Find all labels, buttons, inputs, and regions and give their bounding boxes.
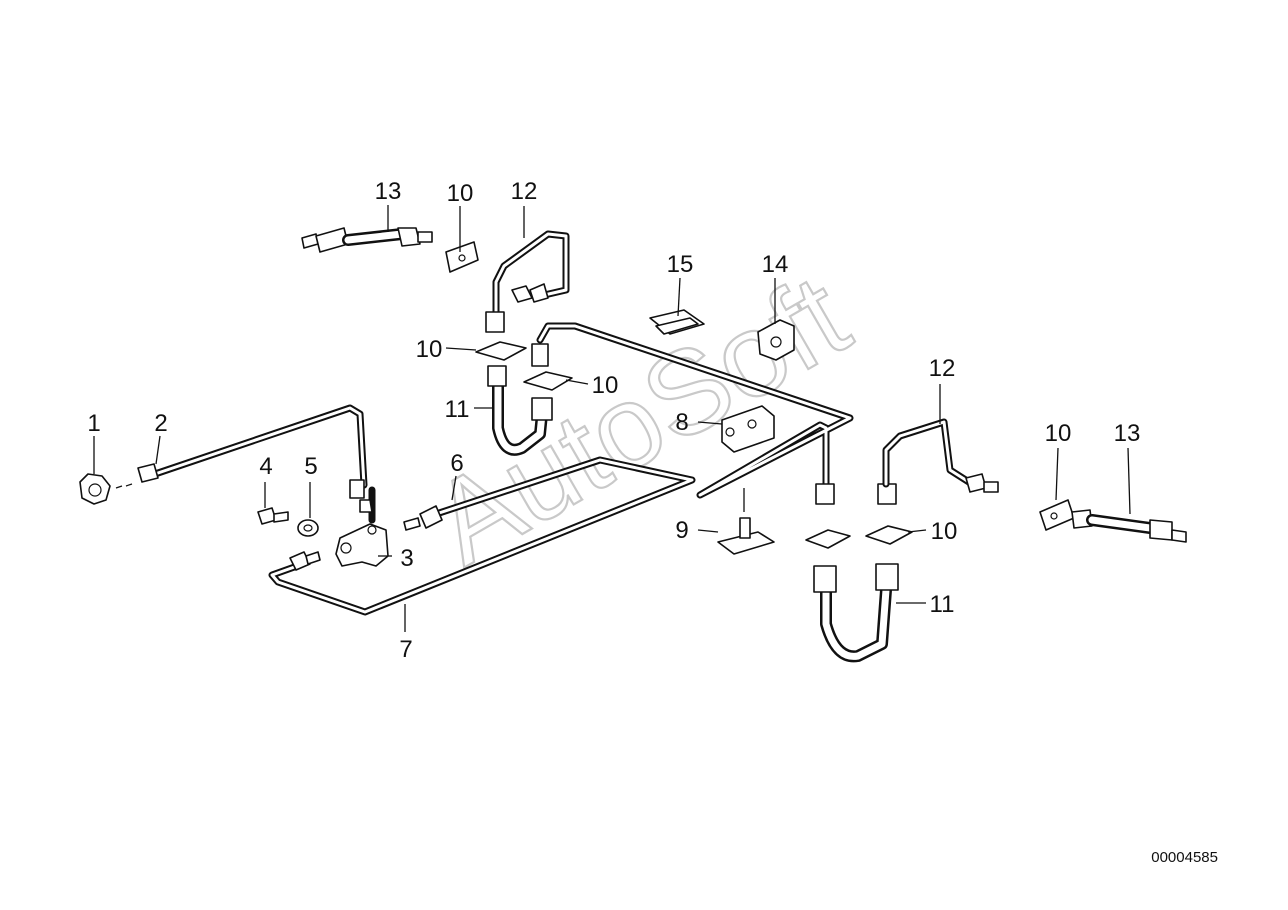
callout-12-right: 12 — [929, 355, 956, 382]
part-10-clip-mid-left — [475, 341, 527, 361]
callout-1: 1 — [87, 410, 100, 437]
watermark-text: AutoSoft — [411, 250, 869, 591]
callout-labels: 1 2 3 4 5 6 7 8 9 10 10 10 10 10 11 11 1… — [87, 178, 1140, 663]
part-10-clip-right-a — [805, 529, 851, 549]
callout-5: 5 — [304, 453, 317, 480]
callout-15: 15 — [667, 251, 694, 278]
part-1-nut — [79, 473, 133, 505]
callout-9: 9 — [675, 517, 688, 544]
callout-13-right: 13 — [1114, 420, 1141, 447]
part-10-clip-top — [445, 241, 479, 273]
callout-10-top: 10 — [447, 180, 474, 207]
callout-11-right: 11 — [930, 591, 955, 618]
callout-12-top: 12 — [511, 178, 538, 205]
part-14-clamp — [757, 319, 795, 361]
callout-2: 2 — [154, 410, 167, 437]
part-4-bolt — [257, 507, 289, 525]
fitting-right-b — [877, 483, 897, 505]
callout-8: 8 — [675, 409, 688, 436]
callout-7: 7 — [399, 636, 412, 663]
callout-6: 6 — [450, 450, 463, 477]
part-13-flex-hose-right — [1071, 509, 1187, 543]
callout-3: 3 — [400, 545, 413, 572]
callout-11-left: 11 — [445, 396, 470, 423]
part-8-clamp-block — [721, 405, 775, 453]
leader-lines — [93, 205, 1131, 632]
part-3-distributor — [335, 499, 389, 567]
watermark: AutoSoft — [410, 249, 870, 592]
part-5-washer — [297, 519, 319, 537]
part-11-flex-hose-left — [487, 365, 553, 456]
part-10-clip-right — [1039, 499, 1075, 531]
callout-10-mid-left: 10 — [416, 336, 443, 363]
callout-4: 4 — [259, 453, 272, 480]
part-12-brake-pipe-top — [485, 230, 570, 333]
brake-pipe-2 — [137, 404, 368, 499]
brake-pipe-main-loop — [268, 322, 854, 616]
document-number: 00004585 — [1151, 849, 1218, 866]
part-13-flex-hose-left — [301, 227, 433, 253]
part-9-holder — [717, 517, 775, 555]
part-11-flex-hose-right — [813, 563, 899, 663]
part-6-fitting — [403, 505, 443, 531]
callout-10-right: 10 — [1045, 420, 1072, 447]
callout-13-left: 13 — [375, 178, 402, 205]
callout-10-mid-right: 10 — [592, 372, 619, 399]
callout-14: 14 — [762, 251, 789, 278]
part-12-brake-pipe-right — [882, 418, 999, 493]
callout-10-right-lower: 10 — [931, 518, 958, 545]
part-10-clip-right-b — [865, 525, 913, 545]
part-15-clip — [649, 309, 705, 335]
fitting-right-a — [815, 483, 835, 505]
fitting-mid-small — [531, 343, 549, 367]
part-10-clip-mid-right — [523, 371, 573, 391]
fitting-left-lower — [289, 551, 321, 571]
